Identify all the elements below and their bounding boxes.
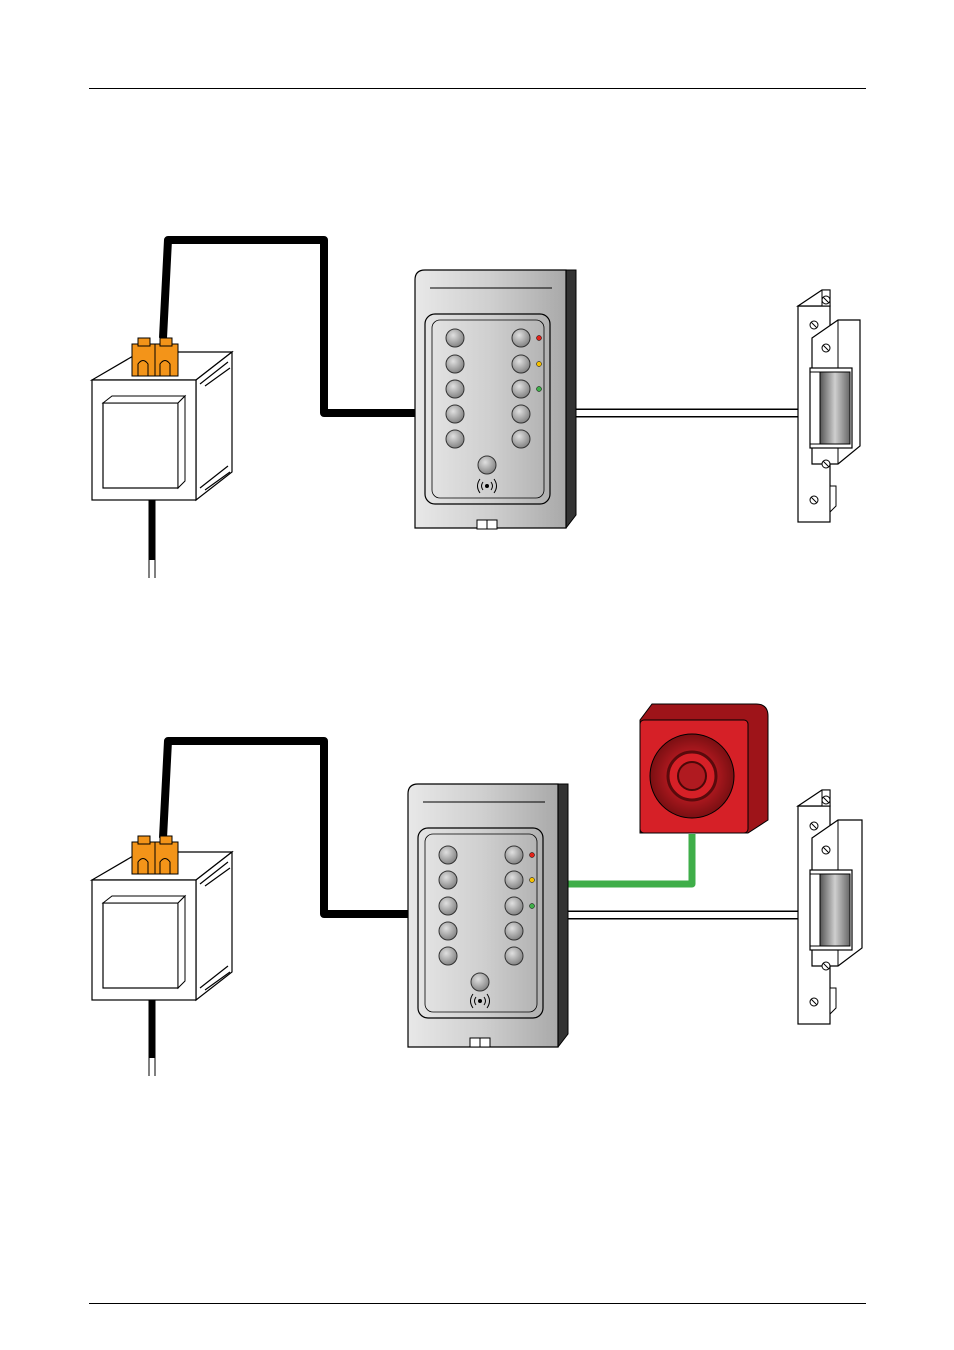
- electric-strike: [798, 790, 862, 1024]
- screw-icon: [810, 998, 818, 1006]
- power-supply-transformer: [92, 852, 232, 1076]
- screw-icon: [822, 296, 830, 304]
- footer-rule: [89, 1303, 866, 1304]
- keypad-button-icon: [505, 922, 523, 940]
- screw-icon: [810, 496, 818, 504]
- keypad-button-icon: [446, 355, 464, 373]
- siren: [640, 704, 768, 833]
- led-icon: [530, 853, 535, 858]
- keypad-button-icon: [439, 947, 457, 965]
- keypad-button-icon: [439, 897, 457, 915]
- led-icon: [537, 387, 542, 392]
- keypad-button-icon: [446, 329, 464, 347]
- power-supply-transformer: [92, 352, 232, 578]
- keypad-button-icon: [505, 947, 523, 965]
- terminal-block: [132, 836, 178, 874]
- keypad-button-icon: [505, 871, 523, 889]
- led-icon: [537, 336, 542, 341]
- screw-icon: [810, 822, 818, 830]
- led-icon: [530, 878, 535, 883]
- wiring-diagram-basic: [0, 220, 954, 600]
- keypad-button-icon: [446, 430, 464, 448]
- keypad-button-icon: [439, 846, 457, 864]
- screw-icon: [810, 321, 818, 329]
- keypad-button-icon: [446, 405, 464, 423]
- keypad-button-icon: [439, 922, 457, 940]
- keypad-button-icon: [512, 355, 530, 373]
- led-icon: [537, 362, 542, 367]
- keypad-button-icon: [512, 405, 530, 423]
- keypad-button-icon: [512, 430, 530, 448]
- wiring-diagram-with-siren: [0, 695, 954, 1095]
- keypad-button-icon: [512, 380, 530, 398]
- keypad-reader: [408, 784, 568, 1047]
- led-icon: [530, 904, 535, 909]
- keypad-button-icon: [505, 897, 523, 915]
- keypad-button-icon: [512, 329, 530, 347]
- screw-icon: [822, 796, 830, 804]
- screw-icon: [822, 460, 830, 468]
- keypad-button-icon: [446, 380, 464, 398]
- keypad-button-icon: [505, 846, 523, 864]
- keypad-button-icon: [478, 456, 496, 474]
- keypad-button-icon: [439, 871, 457, 889]
- terminal-block: [132, 338, 178, 376]
- screw-icon: [822, 962, 830, 970]
- siren-wire: [566, 834, 692, 884]
- screw-icon: [822, 846, 830, 854]
- keypad-button-icon: [471, 973, 489, 991]
- screw-icon: [822, 344, 830, 352]
- electric-strike: [798, 290, 860, 522]
- header-rule: [89, 88, 866, 89]
- keypad-reader: [415, 270, 576, 529]
